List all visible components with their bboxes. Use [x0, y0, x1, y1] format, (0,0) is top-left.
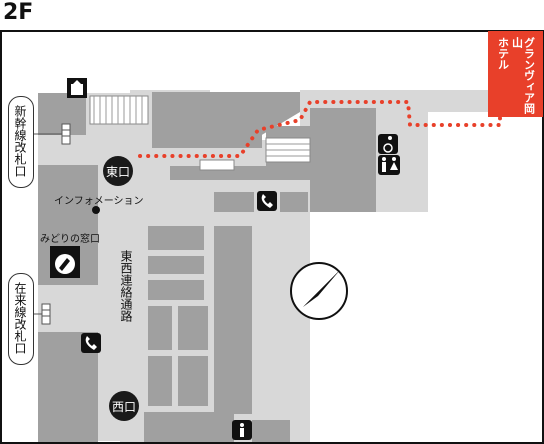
west-exit-marker[interactable]: 西口 [109, 391, 139, 421]
zairaisen-gate-pill [8, 273, 34, 365]
block-south [144, 412, 234, 442]
east-exit-marker[interactable]: 東口 [103, 156, 133, 186]
midori-window-label: みどりの窓口 [40, 234, 100, 245]
block-grid-2 [148, 256, 204, 274]
hotel-name-line1: グランヴィア岡山 [510, 37, 536, 114]
gate-shinkansen [61, 123, 71, 145]
corridor-label: 東西連絡通路 [119, 250, 133, 322]
hotel-name-line2: ホテル [496, 37, 510, 70]
information-label: インフォメーション [54, 196, 144, 207]
stairs-center [199, 159, 235, 171]
floor-area-hotel-bridge [420, 90, 500, 112]
midori-window-icon [50, 246, 80, 278]
elevator-icon [67, 78, 87, 98]
block-grid-7 [148, 356, 172, 406]
gate-zairaisen [41, 303, 51, 325]
telephone-icon [257, 191, 277, 211]
block-center-row1 [214, 192, 254, 212]
block-grid-6 [178, 306, 208, 350]
hotel-box[interactable]: グランヴィア岡山 ホテル [488, 31, 543, 117]
baby-icon [232, 420, 252, 440]
block-grid-8 [178, 356, 208, 406]
floor-label: 2F [3, 0, 34, 25]
shinkansen-gate-pill [8, 96, 34, 188]
route-to-hotel [138, 86, 502, 158]
compass-icon [290, 262, 348, 320]
zairaisen-gate-label: 在来線改札口 [13, 282, 27, 354]
block-grid-5 [148, 306, 172, 350]
shinkansen-gate-label: 新幹線改札口 [13, 105, 27, 177]
block-south-right [252, 420, 290, 442]
block-center-row1b [280, 192, 308, 212]
block-east [310, 108, 376, 212]
restroom-icon [378, 155, 400, 175]
block-grid-1 [148, 226, 204, 250]
block-grid-4 [214, 226, 252, 414]
stairs-north [89, 95, 149, 125]
block-grid-3 [148, 280, 204, 300]
telephone-icon-2 [81, 333, 101, 353]
block-north-slope [210, 92, 300, 148]
wheelchair-icon [378, 134, 398, 154]
information-point [92, 206, 100, 214]
